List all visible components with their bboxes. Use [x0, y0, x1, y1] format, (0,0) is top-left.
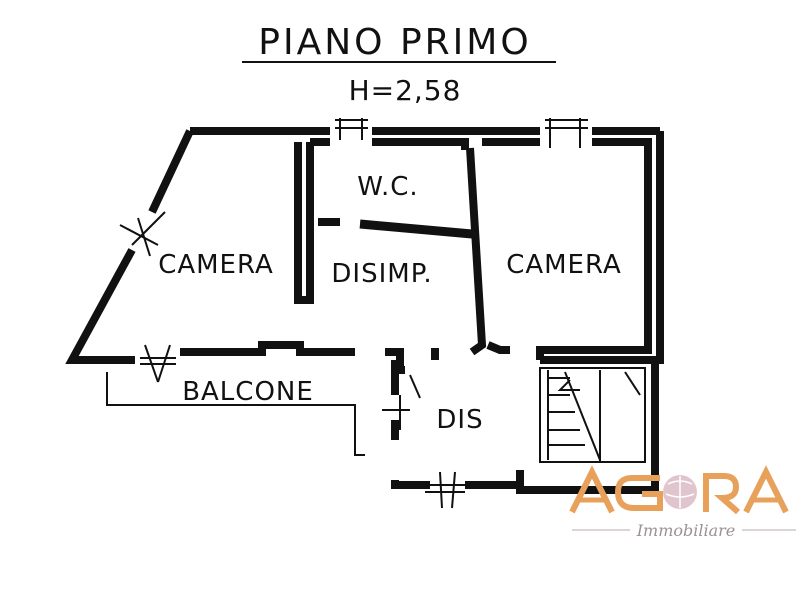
plan-title: PIANO PRIMO: [258, 22, 531, 63]
room-label-disimp: DISIMP.: [331, 259, 432, 289]
room-label-dis: DIS: [436, 405, 483, 435]
agora-wordmark: [569, 465, 789, 515]
room-label-balcone: BALCONE: [182, 377, 314, 407]
room-label-wc: W.C.: [357, 172, 418, 202]
logo-tagline: Immobiliare: [636, 521, 736, 540]
walls: [65, 127, 664, 494]
title-block: PIANO PRIMO H=2,58: [242, 22, 556, 107]
staircase: [547, 370, 641, 462]
windows: [119, 118, 588, 509]
height-note: H=2,58: [349, 74, 462, 107]
agora-logo: Immobiliare: [569, 465, 796, 540]
room-label-camera-right: CAMERA: [506, 250, 622, 280]
room-label-camera-left: CAMERA: [158, 250, 274, 280]
balcony-outline: [106, 372, 365, 456]
